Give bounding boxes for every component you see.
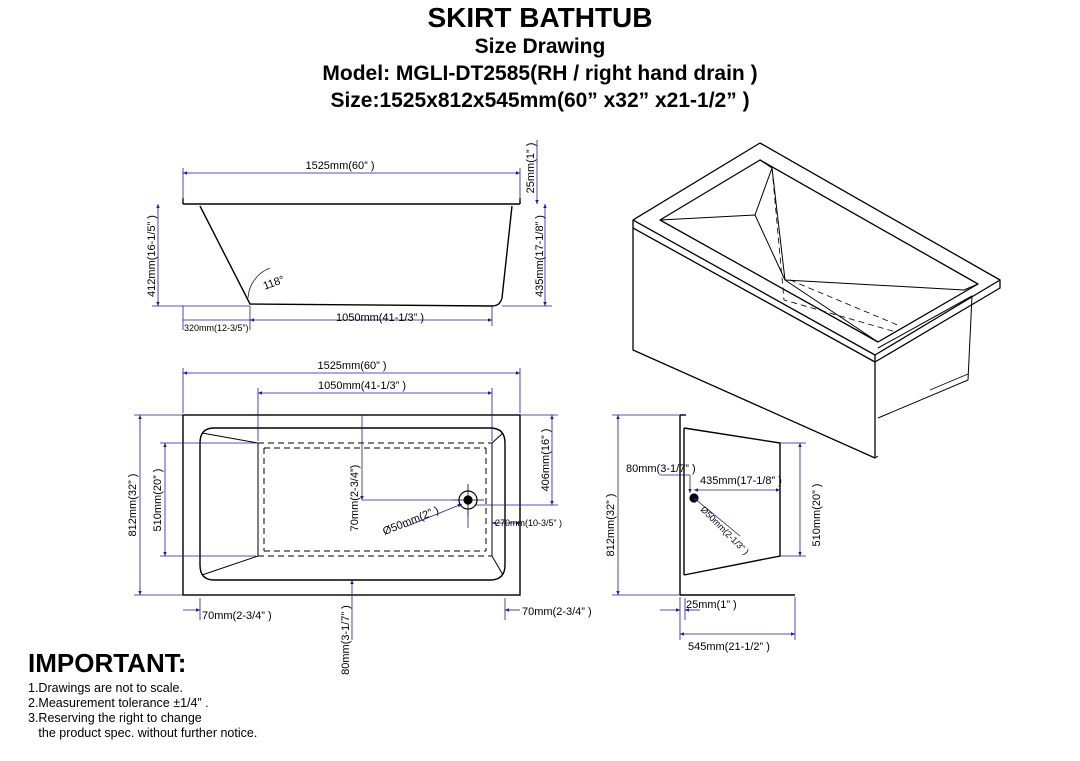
note-1: 1.Drawings are not to scale. <box>28 681 183 695</box>
top-drain-offset-x-label: 270mm(10-3/5” ) <box>495 518 562 528</box>
side-depth-label: 435mm(17-1/8” ) <box>534 215 546 297</box>
side-rim-label: 25mm(1” ) <box>525 143 537 194</box>
note-3: 3.Reserving the right to change <box>28 711 202 725</box>
note-4: the product spec. without further notice… <box>28 726 258 740</box>
side-view-body <box>199 205 513 307</box>
important-heading: IMPORTANT: <box>28 648 187 678</box>
top-inner-width-label: 510mm(20” ) <box>152 469 164 532</box>
top-view-floor <box>201 432 504 576</box>
side-offset-label: 320mm(12-3/5”) <box>184 323 249 333</box>
model-line: Model: MGLI-DT2585(RH / right hand drain… <box>322 62 758 85</box>
end-inner-width-label: 510mm(20” ) <box>811 484 823 547</box>
top-length-label: 1525mm(60” ) <box>317 360 386 372</box>
side-height-label: 412mm(16-1/5” ) <box>146 215 158 297</box>
iso-rim-outer <box>632 142 1001 356</box>
side-length-label: 1525mm(60” ) <box>305 160 374 172</box>
side-floor-label: 1050mm(41-1/3” ) <box>336 312 424 324</box>
end-depth-label: 435mm(17-1/8” ) <box>700 475 782 487</box>
size-line: Size:1525x812x545mm(60” x32” x21-1/2” ) <box>330 89 750 112</box>
end-rim-label: 25mm(1” ) <box>686 599 737 611</box>
top-rim-right-label: 70mm(2-3/4” ) <box>522 606 592 618</box>
iso-skirt-front <box>632 228 876 459</box>
end-view <box>679 414 795 596</box>
end-width-label: 812mm(32” ) <box>605 494 617 557</box>
end-height-label: 545mm(21-1/2” ) <box>688 641 770 653</box>
end-view-basin <box>683 427 781 576</box>
top-view-inner-basin <box>199 427 506 581</box>
end-view-dimensions <box>612 414 806 640</box>
side-angle-label: 118° <box>262 274 287 293</box>
top-bottom-label: 80mm(3-1/7” ) <box>340 605 352 675</box>
top-drain-offset-y-label: 70mm(2-3/4”) <box>349 465 361 532</box>
end-drain-top-label: 80mm(3-1/7” ) <box>626 463 696 475</box>
top-drain-dia-label: Ø50mm(2” ) <box>381 505 440 538</box>
top-half-width-label: 406mm(16” ) <box>540 429 552 492</box>
drawing-subtitle: Size Drawing <box>474 35 606 58</box>
important-notes: 1.Drawings are not to scale. 2.Measureme… <box>28 681 257 741</box>
iso-basin-top <box>659 159 979 343</box>
end-drain-dia-label: Ø50mm(2-1/3” ) <box>699 504 751 556</box>
isometric-view <box>632 142 1001 459</box>
side-view <box>182 198 521 307</box>
top-inner-length-label: 1050mm(41-1/3” ) <box>318 380 406 392</box>
top-width-label: 812mm(32” ) <box>127 474 139 537</box>
top-rim-left-label: 70mm(2-3/4” ) <box>202 610 272 622</box>
top-view-dimensions <box>134 368 558 640</box>
side-view-dimensions <box>152 140 552 330</box>
drawing-title: SKIRT BATHTUB <box>427 2 653 33</box>
note-2: 2.Measurement tolerance ±1/4” . <box>28 696 209 710</box>
iso-rim-edge <box>632 220 876 363</box>
